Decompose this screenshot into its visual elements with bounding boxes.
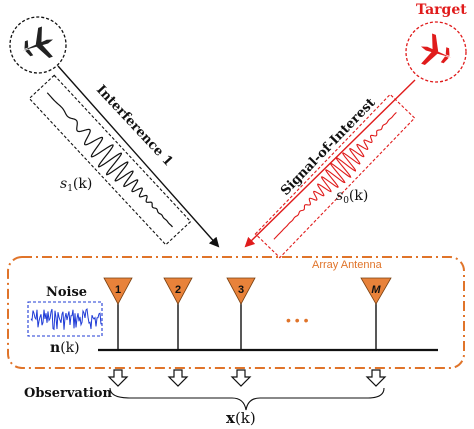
noise-vector-label: n(k)	[50, 340, 80, 356]
down-arrow-icon	[230, 369, 252, 387]
antenna-label-M: M	[371, 284, 381, 296]
antenna-label-1: 1	[115, 284, 121, 296]
down-arrow-icon	[365, 369, 387, 387]
s1-label: s1(k)	[60, 176, 92, 194]
down-arrow-icon	[107, 369, 129, 387]
antenna-label-3: 3	[238, 284, 244, 296]
s0-label: s0(k)	[336, 188, 368, 206]
antenna-row: 1 2 3 M	[103, 277, 392, 350]
noise-box	[27, 301, 103, 337]
observation-label: Observation	[24, 386, 112, 401]
interferer-node	[9, 16, 67, 74]
observation-brace	[109, 387, 385, 411]
airplane-icon	[420, 33, 452, 65]
target-label: Target	[416, 2, 467, 18]
antenna-2: 2	[163, 277, 193, 350]
airplane-icon	[22, 26, 54, 58]
interference-arrow	[57, 65, 220, 248]
interference-waveform	[46, 92, 173, 228]
noise-label: Noise	[46, 285, 87, 300]
antenna-1: 1	[103, 277, 133, 350]
observation-vector-label: x(k)	[226, 409, 256, 427]
antenna-label-2: 2	[175, 284, 181, 296]
target-node	[405, 21, 467, 83]
antenna-3: 3	[226, 277, 256, 350]
noise-waveform	[30, 308, 102, 331]
signal-waveform	[273, 112, 397, 240]
array-antenna-box	[7, 256, 465, 369]
down-arrow-icon	[167, 369, 189, 387]
antenna-ellipsis: • • •	[286, 312, 309, 328]
antenna-M: M	[360, 277, 392, 350]
array-antenna-label: Array Antenna	[312, 259, 383, 271]
signal-waveform-box	[254, 93, 416, 259]
